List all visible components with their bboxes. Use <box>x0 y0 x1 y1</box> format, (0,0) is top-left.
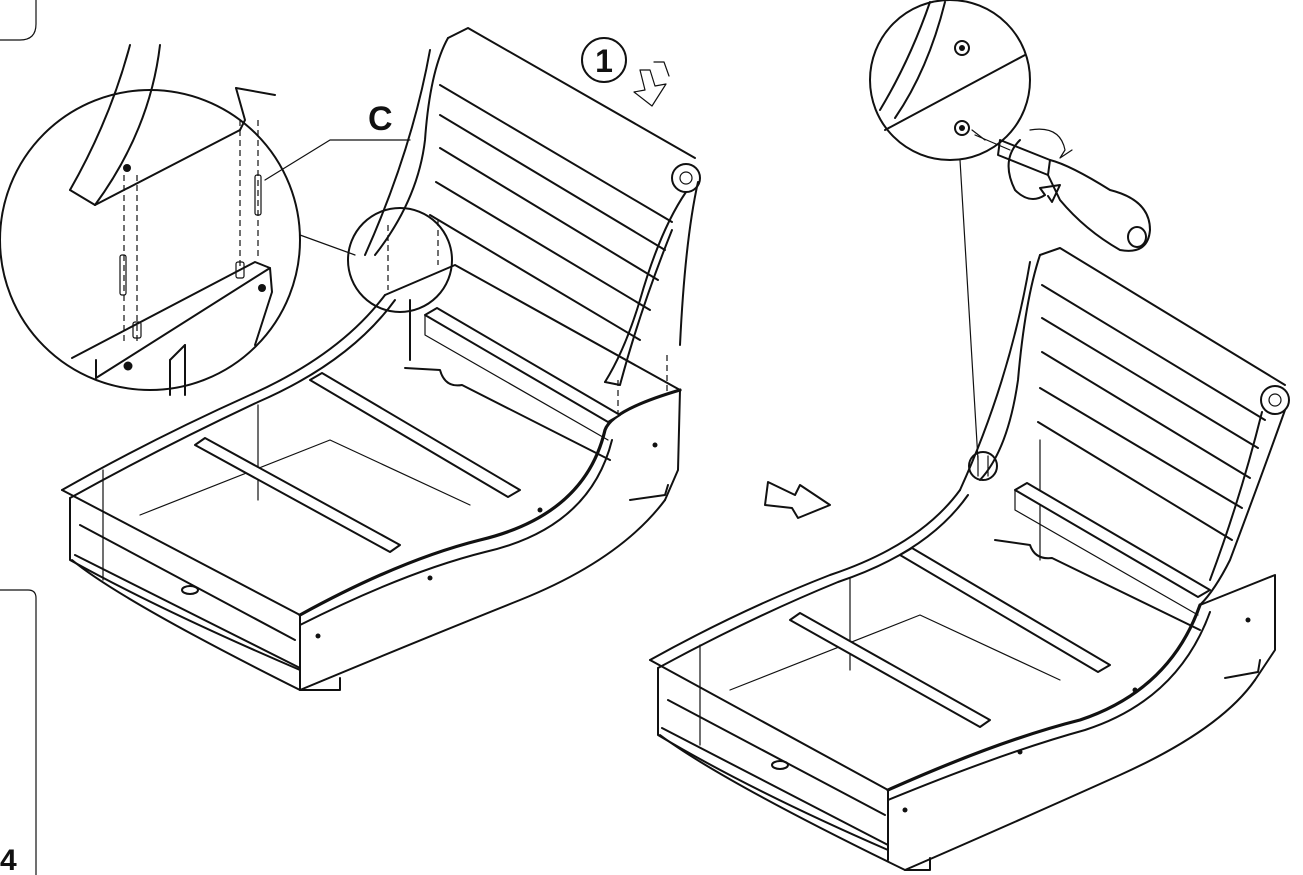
step-badge: 1 <box>581 37 670 107</box>
page-number: 4 <box>0 844 17 875</box>
callout-leaders <box>264 139 411 256</box>
detail-zoom-circle-screwdriver <box>869 0 1151 252</box>
clockwise-rotation-icon <box>1007 139 1061 203</box>
bed-frame-assembled <box>649 247 1290 871</box>
circled-number-icon <box>581 37 627 83</box>
bed-frame-exploded <box>61 27 701 691</box>
detail-zoom-circle <box>0 44 301 396</box>
page-frame <box>0 0 37 875</box>
step-number: 1 <box>595 43 613 79</box>
hollow-right-arrow-icon <box>764 481 831 519</box>
callout-leader-right <box>959 159 979 461</box>
screwdriver-icon <box>971 129 1151 252</box>
part-label-c: C <box>368 100 393 138</box>
hollow-down-arrow-icon <box>633 69 667 107</box>
